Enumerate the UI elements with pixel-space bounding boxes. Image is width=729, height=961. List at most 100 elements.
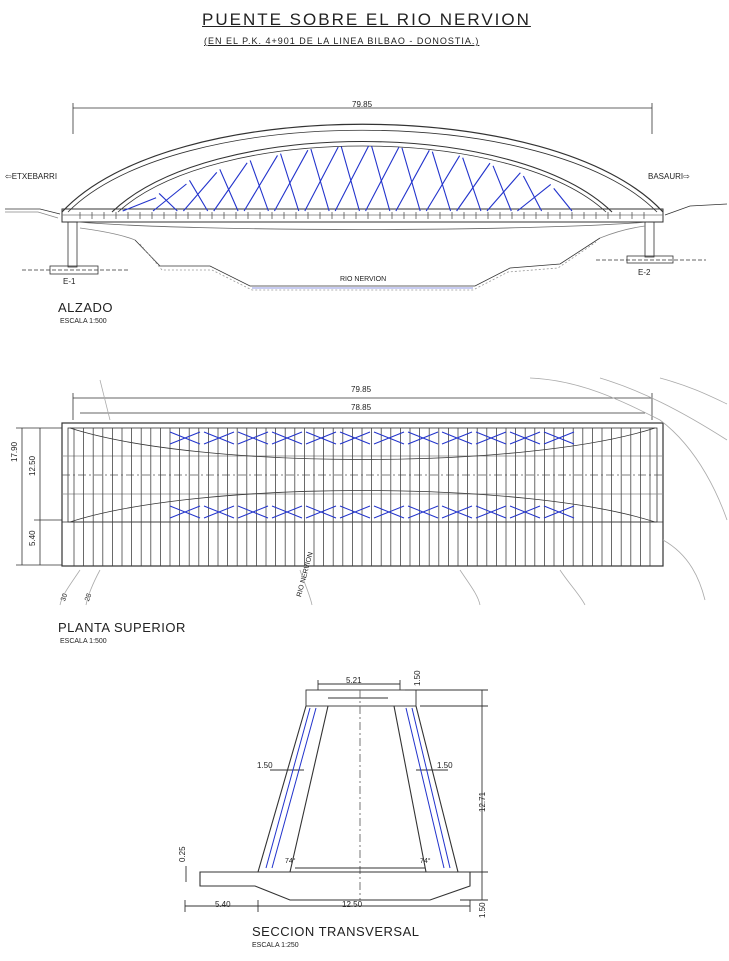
alzado-hanger-line	[152, 183, 187, 212]
planta-view	[16, 377, 728, 606]
terrain-left-2	[5, 211, 59, 219]
terrain-contour	[662, 539, 706, 601]
planta-brace-line	[373, 505, 405, 519]
planta-brace-line	[169, 505, 201, 519]
terrain-contour	[99, 379, 111, 421]
alzado-hanger-line	[395, 150, 430, 212]
planta-brace-line	[407, 431, 439, 445]
arch-inner-line	[117, 145, 607, 213]
alzado-hanger-line	[492, 165, 512, 212]
alzado-span-dim: 79.85	[352, 100, 373, 109]
alzado-river-label: RIO NERVION	[340, 276, 387, 283]
planta-brace-line	[441, 505, 473, 519]
planta-brace-line	[339, 505, 371, 519]
arch-inner	[111, 140, 613, 213]
alzado-hanger-line	[456, 162, 491, 212]
deck	[61, 208, 664, 223]
planta-brace-line	[475, 505, 507, 519]
right-slope	[599, 225, 646, 239]
planta-brace-line	[237, 431, 269, 445]
arch-outer-inner-line	[67, 129, 658, 213]
drawing-title: PUENTE SOBRE EL RIO NERVION	[202, 10, 531, 29]
alzado-hanger-line	[462, 157, 482, 212]
alzado-hanger-line	[431, 151, 452, 212]
planta-brace-line	[271, 431, 303, 445]
section-top-width-dim: 5.21	[346, 676, 362, 685]
alzado-hanger-line	[522, 175, 543, 212]
left-direction-label: ⇦ETXEBARRI	[5, 172, 58, 181]
section-hanger	[265, 707, 311, 869]
planta-span-outer-dim: 79.85	[351, 385, 372, 394]
terrain-contour	[659, 377, 728, 405]
alzado-hanger-line	[158, 193, 178, 212]
section-hanger-lines	[265, 707, 451, 869]
alzado-title: ALZADO	[58, 300, 114, 315]
alzado-hanger-line	[304, 146, 339, 212]
planta-brace-line	[271, 505, 303, 519]
section-hanger	[411, 707, 451, 869]
planta-brace-line	[203, 431, 235, 445]
terrain-left	[5, 208, 61, 215]
planta-brace-line	[169, 431, 201, 445]
planta-brace-line	[203, 505, 235, 519]
planta-deck-outline	[61, 422, 664, 567]
alzado-hanger-line	[243, 155, 278, 212]
planta-brace-line	[475, 431, 507, 445]
terrain-contour	[559, 569, 586, 606]
terrain-contour	[599, 377, 728, 441]
alzado-hanger-line	[334, 145, 370, 212]
alzado-hanger-line	[188, 180, 209, 212]
river-bed	[134, 237, 601, 287]
alzado-view	[5, 103, 728, 291]
drawing-subtitle: (EN EL P.K. 4+901 DE LA LINEA BILBAO - D…	[204, 36, 480, 46]
pier-e1	[67, 221, 78, 268]
alzado-hanger-line	[122, 197, 157, 212]
planta-arch-bottom	[69, 490, 656, 523]
alzado-hanger-line	[213, 162, 248, 212]
alzado-hanger-line	[182, 172, 218, 212]
planta-brace-line	[339, 431, 371, 445]
planta-brace-line	[305, 431, 337, 445]
planta-brace-line	[441, 431, 473, 445]
terrain-contour	[459, 569, 481, 606]
seccion-view	[184, 680, 488, 912]
planta-brace-line	[305, 505, 337, 519]
alzado-hanger-line	[553, 188, 573, 212]
planta-brace-line	[509, 505, 541, 519]
terrain-contour	[59, 569, 81, 606]
planta-brace-line	[237, 505, 269, 519]
planta-brace-line	[543, 431, 575, 445]
right-direction-label: BASAURI⇨	[648, 172, 690, 181]
section-deck-width-dim: 12.50	[342, 900, 363, 909]
section-right-leg	[393, 705, 459, 873]
terrain-contour	[299, 569, 313, 606]
footing-e2	[626, 255, 674, 264]
alzado-hanger-line	[310, 148, 330, 212]
planta-ribs	[73, 428, 651, 566]
left-slope	[79, 227, 136, 241]
alzado-hanger-line	[516, 183, 552, 212]
planta-brace-line	[373, 431, 405, 445]
section-angle-right: 74°	[420, 858, 431, 865]
deck-underside	[77, 221, 649, 230]
abutment-e2-label: E-2	[638, 268, 651, 277]
alzado-hanger-line	[486, 172, 521, 212]
alzado-hanger-line	[340, 146, 360, 212]
section-angle-left: 74°	[285, 858, 296, 865]
alzado-hanger-line	[219, 169, 239, 212]
section-left-leg	[257, 705, 329, 873]
alzado-hanger-line	[401, 147, 421, 212]
section-arch-thickness-right: 1.50	[437, 761, 453, 770]
alzado-hanger-line	[425, 155, 461, 212]
section-hanger	[405, 707, 445, 869]
pier-e2	[644, 221, 655, 258]
planta-bracing	[169, 431, 575, 519]
planta-brace-line	[543, 505, 575, 519]
alzado-hanger-line	[273, 149, 309, 212]
seccion-title: SECCION TRANSVERSAL	[252, 924, 420, 939]
seccion-scale: ESCALA 1:250	[252, 942, 299, 949]
terrain-contour	[85, 569, 101, 606]
alzado-hanger-line	[371, 145, 391, 212]
alzado-scale: ESCALA 1:500	[60, 318, 107, 325]
